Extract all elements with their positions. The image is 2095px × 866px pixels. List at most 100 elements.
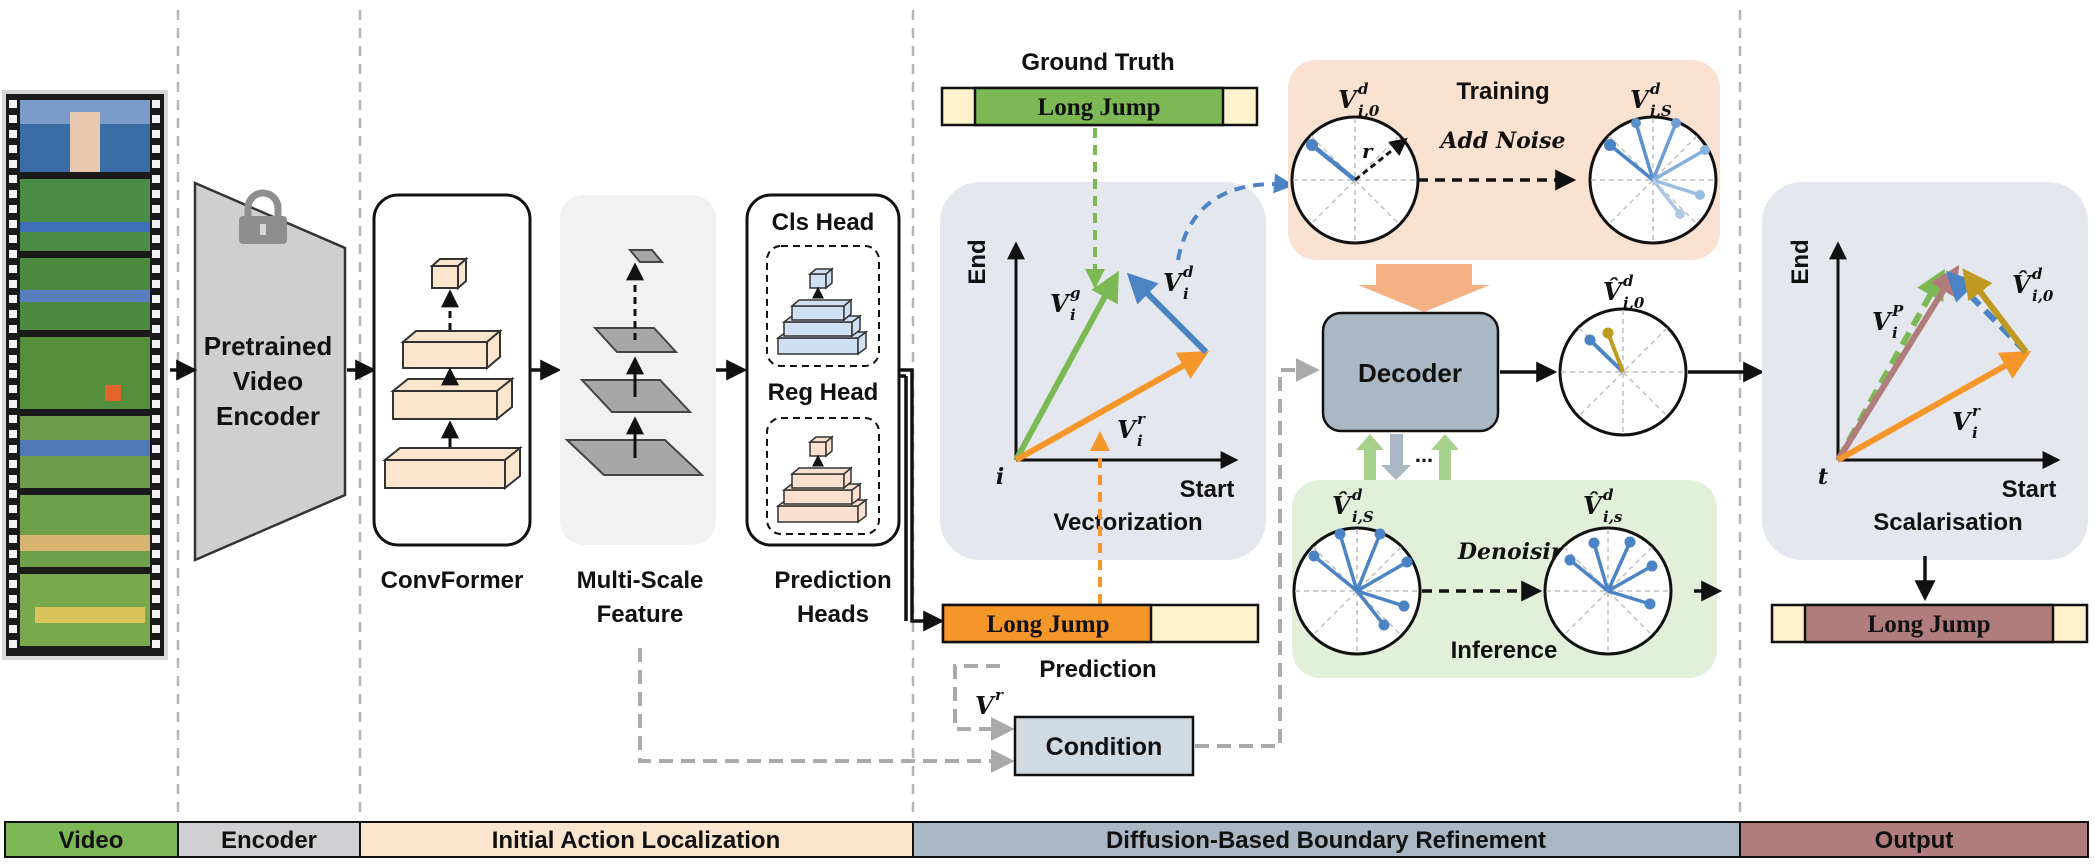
svg-text:i,0: i,0 xyxy=(1358,102,1380,120)
sprocket-hole xyxy=(9,445,17,453)
sprocket-hole xyxy=(9,310,17,318)
svg-text:d: d xyxy=(2032,265,2043,283)
svg-text:V̂: V̂ xyxy=(1583,491,1604,520)
prediction-title: Prediction xyxy=(1039,656,1156,683)
sprocket-hole xyxy=(9,340,17,348)
vr-condition-label: V r xyxy=(975,686,1004,720)
vec-vr-label: V r i xyxy=(1117,410,1146,450)
sprocket-hole xyxy=(152,130,160,138)
stage-bar: Video Encoder Initial Action Localizatio… xyxy=(4,821,2089,858)
svg-text:r: r xyxy=(1972,402,1981,420)
svg-text:d: d xyxy=(1623,272,1634,290)
sprocket-hole xyxy=(9,115,17,123)
sprocket-hole xyxy=(9,355,17,363)
sprocket-hole xyxy=(152,325,160,333)
sprocket-hole xyxy=(152,550,160,558)
sprocket-hole xyxy=(9,535,17,543)
sprocket-hole xyxy=(9,205,17,213)
training-circle-vs xyxy=(1588,115,1718,245)
training-circle-v0: r xyxy=(1290,115,1420,245)
sprocket-hole xyxy=(152,505,160,513)
sprocket-hole xyxy=(152,595,160,603)
vec-y-axis-label: End xyxy=(964,239,991,284)
sprocket-hole xyxy=(9,295,17,303)
sca-vr-label: V r i xyxy=(1952,402,1981,442)
sprocket-hole xyxy=(152,535,160,543)
sca-vr-arrow xyxy=(1836,351,2032,463)
sprocket-hole xyxy=(9,100,17,108)
sprocket-hole xyxy=(152,490,160,498)
sprocket-hole xyxy=(152,370,160,378)
cls-head-box xyxy=(766,245,880,367)
training-vs-label: V d i,S xyxy=(1630,80,1672,120)
svg-text:V: V xyxy=(1630,85,1651,114)
decoder-inference-arrows: ... xyxy=(1356,434,1459,487)
scalarisation-title: Scalarisation xyxy=(1873,509,2022,536)
vd-to-training-connector xyxy=(1176,173,1294,261)
svg-text:d: d xyxy=(1603,486,1614,504)
sprocket-hole xyxy=(152,115,160,123)
ground-truth-bar-text: Long Jump xyxy=(1038,94,1161,121)
sprocket-hole xyxy=(9,400,17,408)
inference-vs-label: V̂ d i,s xyxy=(1583,486,1623,526)
sprocket-hole xyxy=(152,625,160,633)
heads-label-line2: Heads xyxy=(797,601,869,628)
sprocket-hole xyxy=(9,640,17,648)
sca-refined-arrow xyxy=(1962,268,2029,354)
sprocket-hole xyxy=(152,430,160,438)
sprocket-hole xyxy=(9,235,17,243)
sprocket-hole xyxy=(152,280,160,288)
sprocket-hole xyxy=(152,460,160,468)
sprocket-hole xyxy=(152,100,160,108)
sca-vd-label: V̂ d i,0 xyxy=(2012,265,2054,305)
sprocket-hole xyxy=(9,430,17,438)
multiscale-label-line1: Multi-Scale xyxy=(577,567,704,594)
sprocket-hole xyxy=(152,235,160,243)
sprocket-hole xyxy=(152,355,160,363)
vec-vd-arrow xyxy=(1126,272,1209,355)
sprocket-hole xyxy=(9,220,17,228)
sprocket-hole xyxy=(9,475,17,483)
svg-text:P: P xyxy=(1891,302,1904,320)
decoder-output-label: V̂ d i,0 xyxy=(1603,272,1645,312)
sprocket-hole xyxy=(152,220,160,228)
pretrained-video-encoder: Pretrained Video Encoder xyxy=(193,181,347,562)
svg-text:g: g xyxy=(1070,284,1081,302)
sprocket-hole xyxy=(9,460,17,468)
sprocket-hole xyxy=(9,190,17,198)
sprocket-hole xyxy=(9,415,17,423)
output-bar: Long Jump xyxy=(1770,603,2089,644)
convformer-block: ConvFormer xyxy=(372,193,532,594)
encoder-label-line1: Pretrained xyxy=(204,331,333,361)
sprocket-hole xyxy=(9,325,17,333)
sprocket-hole xyxy=(152,400,160,408)
vec-vg-label: V g i xyxy=(1050,284,1081,324)
add-noise-label: Add Noise xyxy=(1438,128,1565,154)
svg-text:i,S: i,S xyxy=(1352,508,1374,526)
sprocket-hole xyxy=(9,520,17,528)
output-bar-text: Long Jump xyxy=(1868,611,1991,638)
sprocket-hole xyxy=(152,160,160,168)
sprocket-hole xyxy=(152,610,160,618)
svg-text:V: V xyxy=(1872,307,1893,336)
svg-text:i,0: i,0 xyxy=(2032,287,2054,305)
svg-text:i: i xyxy=(1070,306,1076,324)
sprocket-hole xyxy=(152,415,160,423)
sprocket-hole xyxy=(9,610,17,618)
training-v0-label: V d i,0 xyxy=(1338,80,1380,120)
decoder-ellipsis: ... xyxy=(1415,442,1433,467)
ground-truth-bar: Ground Truth Long Jump xyxy=(940,49,1259,127)
sprocket-hole xyxy=(152,145,160,153)
sca-vp-label: V P i xyxy=(1872,302,1904,342)
inference-title: Inference xyxy=(1451,637,1558,664)
condition-label: Condition xyxy=(1046,733,1163,761)
sprocket-hole xyxy=(9,370,17,378)
sprocket-hole xyxy=(9,175,17,183)
inference-panel: Inference Denoising V̂ d i,S xyxy=(1292,480,1723,678)
decoder-label: Decoder xyxy=(1358,358,1462,388)
encoder-label-line3: Encoder xyxy=(216,401,320,431)
radius-label: r xyxy=(1362,139,1374,163)
svg-text:i: i xyxy=(1892,324,1898,342)
sprocket-hole xyxy=(9,280,17,288)
